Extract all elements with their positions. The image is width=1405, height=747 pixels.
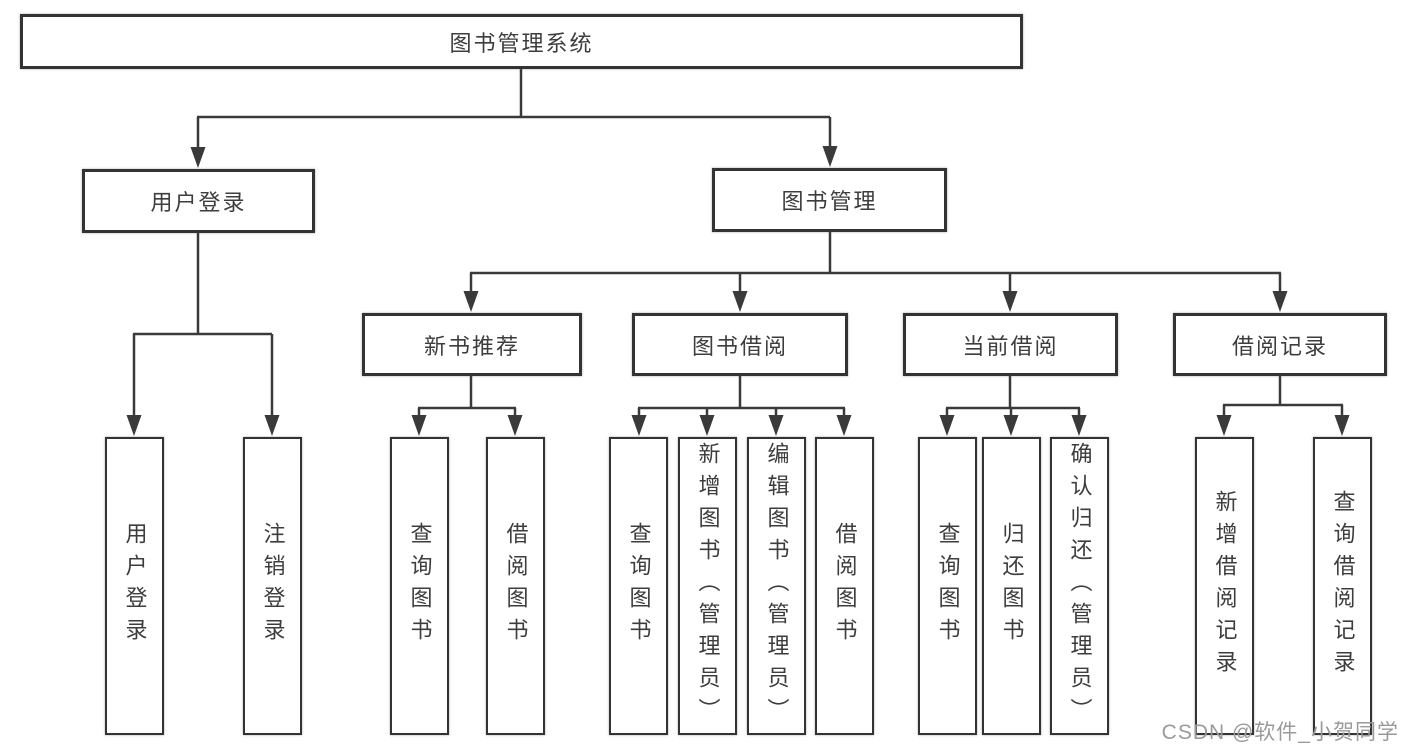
node-book-management-module: 图书管理: [712, 168, 947, 232]
node-library-management-system: 图书管理系统: [20, 14, 1023, 69]
node-label: 借阅记录: [1231, 333, 1328, 359]
leaf-borrow-books-borrowing: 借阅图书: [815, 437, 874, 735]
leaf-query-books-borrowing: 查询图书: [609, 437, 668, 735]
node-label: 查询图书: [407, 522, 433, 650]
node-label: 注销登录: [260, 522, 286, 650]
node-label: 图书管理系统: [449, 30, 594, 56]
leaf-user-login: 用户登录: [105, 437, 164, 735]
node-label: 编辑图书（管理员）: [764, 442, 790, 730]
leaf-query-borrow-record: 查询借阅记录: [1313, 437, 1372, 735]
connector-paths: [132, 69, 1344, 416]
arrowheads: [126, 146, 1350, 436]
leaf-edit-books-admin: 编辑图书（管理员）: [747, 437, 806, 735]
leaf-return-books: 归还图书: [982, 437, 1041, 735]
node-label: 借阅图书: [503, 522, 529, 650]
node-label: 查询借阅记录: [1330, 490, 1356, 682]
node-label: 图书借阅: [691, 333, 788, 359]
node-label: 新增借阅记录: [1212, 490, 1238, 682]
node-label: 确认归还（管理员）: [1067, 442, 1093, 730]
node-label: 图书管理: [781, 189, 878, 214]
node-book-borrowing: 图书借阅: [632, 313, 848, 376]
node-label: 用户登录: [150, 190, 247, 215]
leaf-add-borrow-record: 新增借阅记录: [1195, 437, 1254, 735]
csdn-watermark: CSDN @软件_小贺同学: [1161, 721, 1399, 744]
leaf-confirm-return-admin: 确认归还（管理员）: [1050, 437, 1109, 735]
node-label: 查询图书: [626, 522, 652, 650]
node-label: 新增图书（管理员）: [695, 442, 721, 730]
node-borrowing-records: 借阅记录: [1173, 313, 1387, 376]
node-new-book-recommendation: 新书推荐: [362, 313, 582, 376]
leaf-borrow-books-recommend: 借阅图书: [486, 437, 545, 735]
leaf-query-books-recommend: 查询图书: [390, 437, 449, 735]
leaf-logout: 注销登录: [243, 437, 302, 735]
node-current-borrowing: 当前借阅: [903, 313, 1118, 376]
node-label: 查询图书: [935, 522, 961, 650]
leaf-query-books-current: 查询图书: [918, 437, 977, 735]
node-label: 新书推荐: [423, 333, 520, 359]
node-label: 归还图书: [999, 522, 1025, 650]
leaf-add-books-admin: 新增图书（管理员）: [678, 437, 737, 735]
node-label: 用户登录: [122, 522, 148, 650]
node-user-login-module: 用户登录: [82, 169, 315, 233]
node-label: 当前借阅: [962, 333, 1059, 359]
node-label: 借阅图书: [832, 522, 858, 650]
